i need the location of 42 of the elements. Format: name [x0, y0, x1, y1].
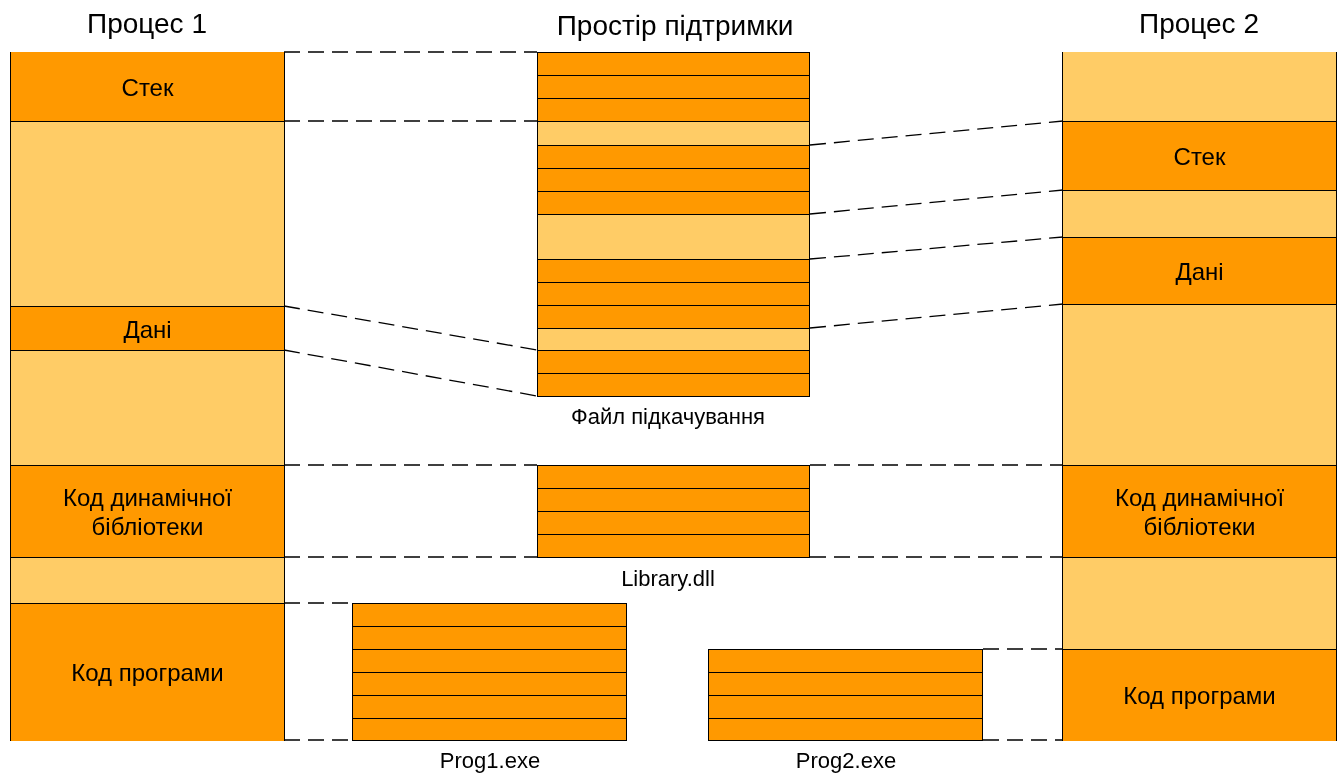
memory-segment	[11, 350, 284, 466]
projection-line	[283, 51, 538, 53]
memory-column	[1062, 52, 1337, 741]
file-caption: Prog1.exe	[439, 748, 541, 774]
projection-line	[982, 648, 1064, 650]
projection-line	[809, 556, 1064, 558]
file-block	[708, 649, 983, 741]
memory-segment: Код динамічної бібліотеки	[1063, 465, 1336, 558]
area-heading: Простір підтримки	[556, 10, 794, 42]
file-block	[352, 603, 627, 741]
projection-line	[809, 464, 1064, 466]
memory-segment: Дані	[1063, 237, 1336, 305]
memory-segment: Дані	[11, 306, 284, 351]
file-caption: Файл підкачування	[571, 404, 765, 430]
memory-segment	[11, 121, 284, 307]
column-heading: Процес 2	[1139, 8, 1259, 40]
memory-segment	[11, 557, 284, 604]
memory-segment: Код програми	[1063, 649, 1336, 741]
projection-line	[283, 349, 538, 397]
memory-segment	[1063, 190, 1336, 238]
memory-segment: Стек	[11, 52, 284, 122]
file-block	[537, 52, 810, 397]
memory-segment	[1063, 557, 1336, 650]
file-block	[537, 465, 810, 558]
memory-segment: Код програми	[11, 603, 284, 741]
file-caption: Library.dll	[621, 566, 715, 592]
memory-segment	[1063, 52, 1336, 122]
memory-segment	[1063, 304, 1336, 466]
projection-line	[283, 556, 538, 558]
projection-line	[809, 236, 1064, 260]
projection-line	[809, 120, 1064, 146]
projection-line	[809, 189, 1064, 215]
projection-line	[982, 739, 1064, 741]
projection-line	[283, 464, 538, 466]
memory-column	[10, 52, 285, 741]
memory-segment: Код динамічної бібліотеки	[11, 465, 284, 558]
projection-line	[809, 303, 1064, 329]
memory-segment: Стек	[1063, 121, 1336, 191]
file-caption: Prog2.exe	[795, 748, 897, 774]
column-heading: Процес 1	[87, 8, 207, 40]
projection-line	[283, 305, 538, 351]
projection-line	[283, 120, 538, 122]
